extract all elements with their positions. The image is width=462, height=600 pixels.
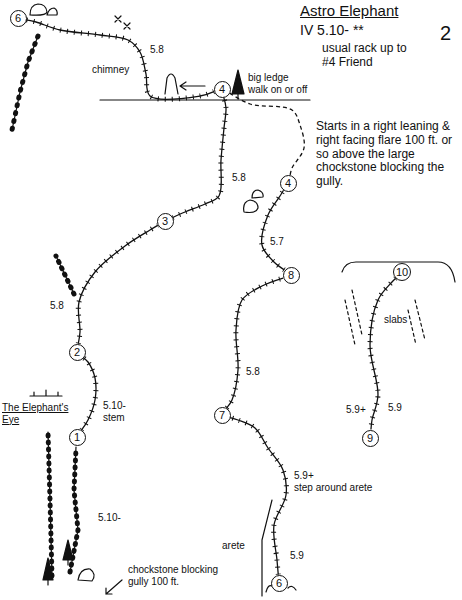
belay-circle: 2 [69, 344, 86, 361]
belay-number: 3 [162, 216, 168, 227]
belay-number: 9 [367, 433, 373, 444]
belay-circle: 1 [69, 429, 86, 446]
belay-number: 4 [219, 84, 225, 95]
belay-circle: 7 [214, 407, 231, 424]
route-pitch [26, 20, 214, 100]
topo-note: walk on or off [248, 84, 307, 96]
ledge-line [100, 99, 310, 100]
topo-note: 5.8 [232, 172, 246, 184]
route-line [78, 225, 157, 343]
route-line [173, 97, 226, 217]
topo-note: IV 5.10- ** [300, 22, 364, 38]
belay-number: 1 [74, 432, 80, 443]
pine-tree [63, 540, 73, 565]
topo-note: 5.8 [150, 44, 164, 56]
crack-ticks [78, 225, 157, 343]
pine-tree [43, 558, 53, 585]
elephants-eye-ticks [48, 432, 52, 576]
belay-number: 10 [396, 267, 408, 278]
crack-line [56, 256, 74, 294]
crack-ticks [262, 190, 285, 270]
crack-ticks [82, 358, 96, 430]
belay-circle: 4 [280, 175, 297, 192]
route-pitch [262, 190, 285, 270]
chimney-pillar [165, 74, 178, 94]
cliff-edge-ticks [12, 36, 38, 130]
boulder [252, 190, 263, 198]
topo-note: 5.7 [270, 236, 284, 248]
belay-number: 7 [219, 410, 225, 421]
summit-rock [30, 4, 47, 15]
cliff-edge [12, 36, 38, 130]
route-pitch [227, 278, 283, 408]
topo-note: slabs [384, 314, 407, 326]
topo-note: 5.8 [246, 366, 260, 378]
topo-note: 5.9+ [294, 470, 314, 482]
crack-ticks [56, 256, 74, 294]
pointer-arrow [106, 580, 122, 594]
summit-rock [47, 8, 57, 15]
crack-ticks [173, 97, 226, 217]
crack-ticks [227, 278, 283, 408]
chockstone [78, 569, 94, 581]
topo-note: step around arete [294, 482, 372, 494]
route-line [26, 20, 214, 100]
topo-note: chockstone blocking gully 100 ft. [128, 564, 228, 587]
route-pitch [78, 225, 157, 343]
belay-circle: 6 [10, 10, 27, 27]
route-line [82, 358, 96, 430]
topo-note: 2 [440, 22, 451, 45]
topo-note: 5.9+ [346, 404, 366, 416]
topo-note: The Elephant's Eye [2, 402, 82, 425]
route-pitch [82, 358, 96, 430]
route-pitch [229, 93, 304, 175]
topo-note: Starts in a right leaning & right facing… [316, 120, 458, 189]
belay-circle: 9 [362, 430, 379, 447]
boulder [244, 200, 258, 213]
belay-number: 6 [276, 578, 282, 589]
route-line [227, 278, 283, 408]
slab-dashes [345, 290, 425, 345]
route-line [262, 190, 285, 270]
topo-note: 5.8 [50, 300, 64, 312]
belay-number: 2 [74, 347, 80, 358]
ledge-line [342, 262, 455, 282]
belay-number: 6 [15, 13, 21, 24]
route-title: Astro Elephant [300, 2, 398, 19]
topo-note: 5.10- stem [103, 400, 133, 423]
topo-note: big ledge [248, 72, 289, 84]
topo-note: 5.9 [388, 402, 402, 414]
topo-note: 5.10- [98, 512, 121, 524]
belay-circle: 3 [157, 213, 174, 230]
belay-circle: 8 [283, 267, 300, 284]
eye-bracket [30, 390, 62, 396]
direction-arrow [180, 82, 205, 90]
belay-circle: 6 [271, 575, 288, 592]
topo-note: arete [222, 540, 245, 552]
pine-tree [232, 70, 244, 99]
belay-number: 4 [285, 178, 291, 189]
elephants-eye-line [48, 432, 52, 576]
belay-number: 8 [288, 270, 294, 281]
topo-note: 5.9 [290, 550, 304, 562]
belay-circle: 4 [214, 81, 231, 98]
topo-note: chimney [92, 64, 129, 76]
topo-note: usual rack up to #4 Friend [322, 42, 417, 70]
bolt-mark [115, 16, 130, 29]
crack-ticks [26, 20, 214, 100]
route-pitch [173, 97, 226, 217]
belay-circle: 10 [393, 263, 411, 281]
route-line [229, 93, 304, 175]
